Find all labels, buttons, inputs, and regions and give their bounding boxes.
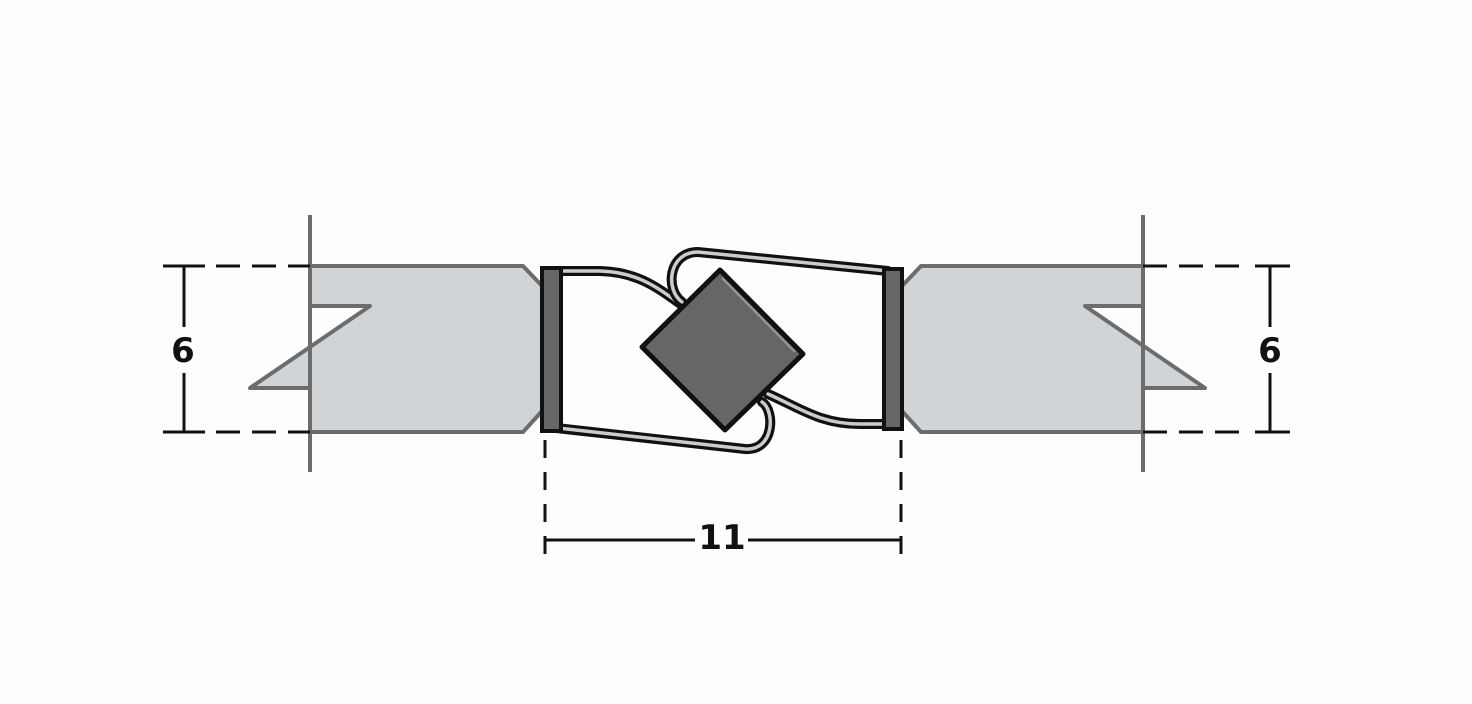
left-height-dimension bbox=[163, 264, 310, 434]
right-clip-bar bbox=[882, 267, 904, 431]
right-height-dimension bbox=[1143, 264, 1290, 434]
gap-width-label: 11 bbox=[698, 518, 745, 558]
wire-loops bbox=[551, 246, 893, 454]
left-clip-bar bbox=[540, 266, 563, 433]
left-height-label: 6 bbox=[171, 331, 195, 371]
magnet-connector-block bbox=[639, 267, 806, 433]
right-height-label: 6 bbox=[1258, 331, 1282, 371]
gap-width-dimension bbox=[543, 440, 903, 562]
